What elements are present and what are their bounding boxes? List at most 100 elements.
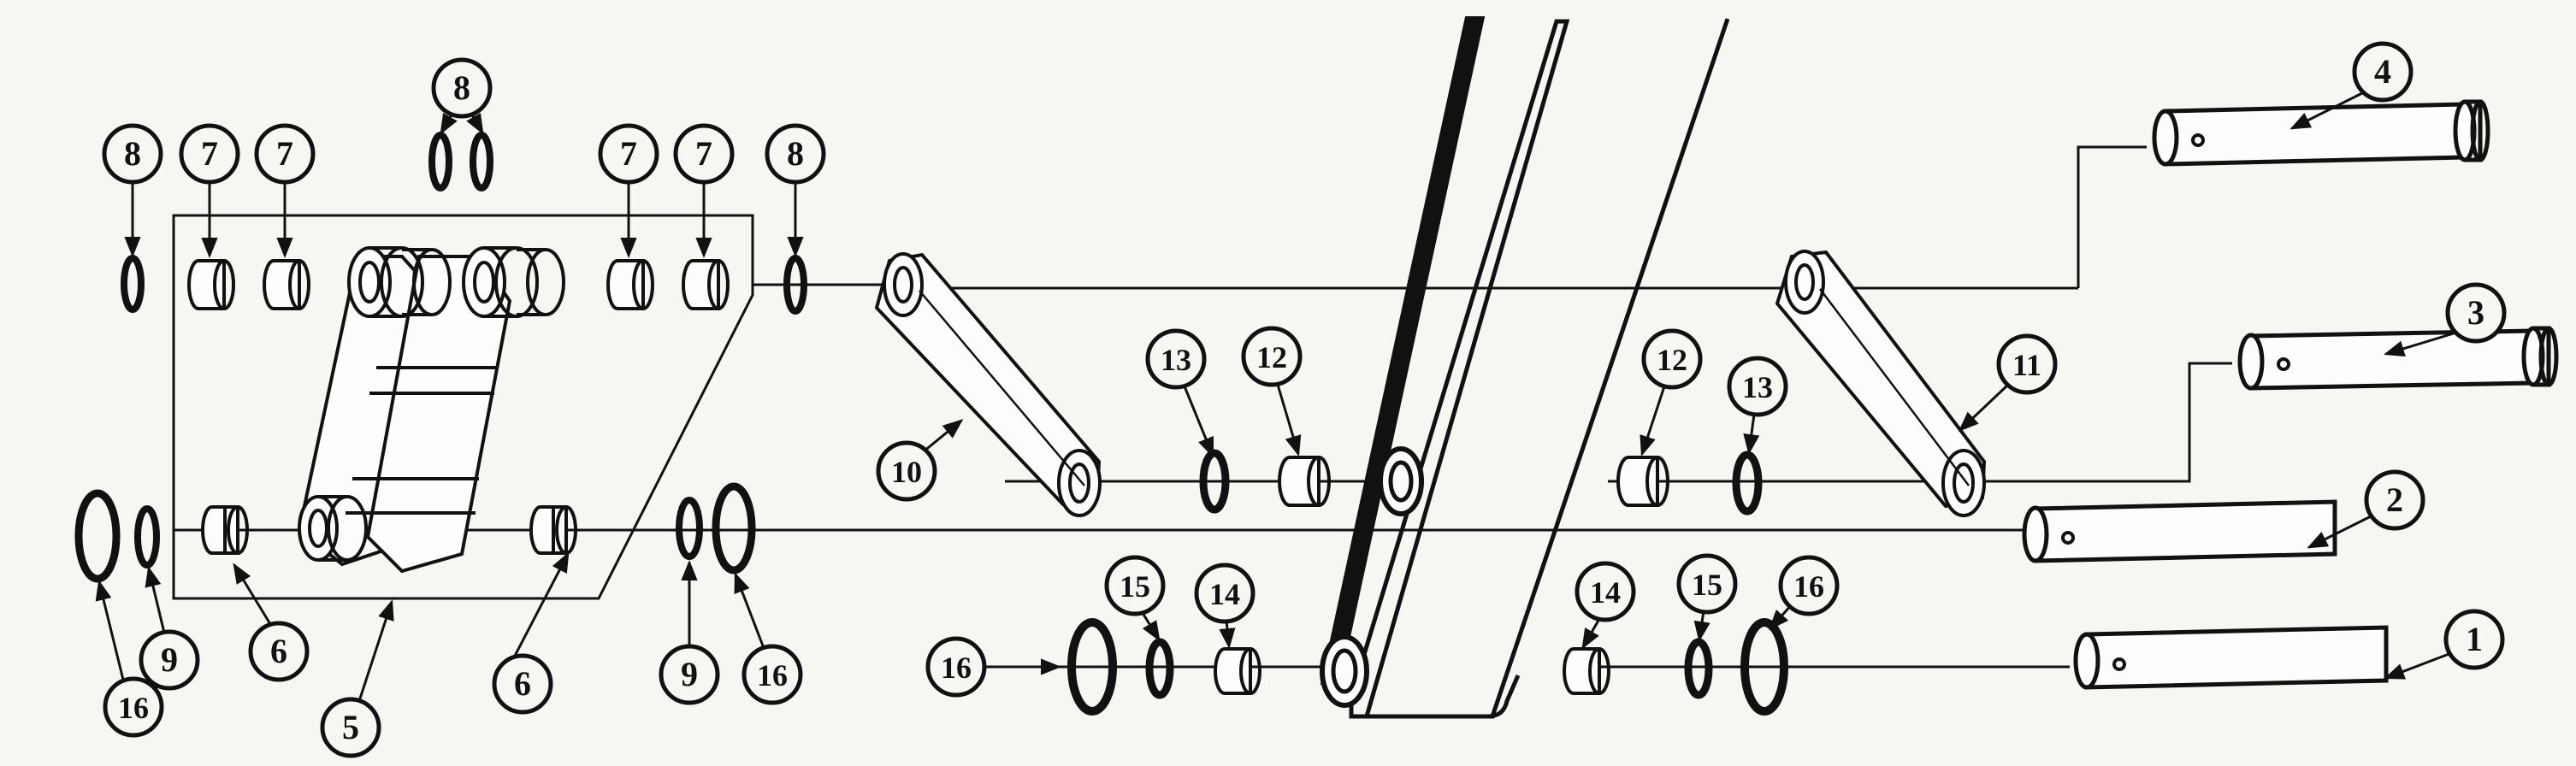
callout-14[interactable]: 14	[1575, 561, 1636, 622]
callout-number: 9	[161, 640, 178, 679]
callout-13[interactable]: 13	[1145, 328, 1207, 390]
o-ring-16-a	[74, 489, 121, 583]
callout-16[interactable]: 16	[103, 676, 164, 738]
callout-8[interactable]: 8	[765, 123, 826, 185]
callout-bubble[interactable]	[2443, 609, 2505, 670]
callout-1[interactable]: 1	[2443, 609, 2505, 670]
callout-number: 4	[2374, 52, 2391, 91]
leader-1	[2384, 651, 2452, 680]
callout-12[interactable]: 12	[1641, 328, 1703, 390]
callout-bubble[interactable]	[2445, 282, 2507, 344]
callout-bubble[interactable]	[598, 123, 659, 185]
callout-13[interactable]: 13	[1727, 356, 1788, 417]
callout-10[interactable]: 10	[876, 440, 937, 502]
callout-bubble[interactable]	[179, 123, 240, 185]
callout-bubble[interactable]	[1194, 563, 1256, 624]
callout-bubble[interactable]	[102, 123, 163, 185]
callout-bubble[interactable]	[765, 123, 826, 185]
callout-bubble[interactable]	[139, 629, 200, 691]
callout-number: 11	[2012, 348, 2041, 382]
callout-number: 8	[453, 68, 470, 107]
callout-bubble[interactable]	[1676, 553, 1738, 615]
leader-16b	[734, 572, 765, 649]
callout-bubble[interactable]	[1241, 326, 1303, 387]
callout-6[interactable]: 6	[248, 621, 310, 682]
callout-bubble[interactable]	[431, 57, 493, 119]
callout-9[interactable]: 9	[659, 644, 720, 705]
link-11	[1775, 250, 1987, 517]
seal-ring-15-a	[1145, 638, 1174, 699]
leader-8b-right	[466, 113, 484, 135]
link-10	[874, 252, 1102, 517]
callout-8[interactable]: 8	[431, 57, 493, 119]
callout-7[interactable]: 7	[673, 123, 735, 185]
callout-9[interactable]: 9	[139, 629, 200, 691]
callout-bubble[interactable]	[103, 676, 164, 738]
callout-bubble[interactable]	[2364, 469, 2425, 531]
callout-bubble[interactable]	[1778, 555, 1840, 616]
callout-16[interactable]: 16	[925, 636, 987, 698]
callout-bubble[interactable]	[320, 697, 381, 758]
callout-15[interactable]: 15	[1676, 553, 1738, 615]
callout-bubble[interactable]	[492, 653, 553, 715]
callout-15[interactable]: 15	[1104, 555, 1166, 616]
callout-bubble[interactable]	[1727, 356, 1788, 417]
callout-number: 1	[2466, 620, 2483, 658]
callout-8[interactable]: 8	[102, 123, 163, 185]
callout-number: 9	[681, 655, 698, 693]
pin-3	[2237, 326, 2559, 391]
callout-bubble[interactable]	[876, 440, 937, 502]
callout-bubble[interactable]	[659, 644, 720, 705]
callout-bubble[interactable]	[1641, 328, 1703, 390]
callout-4[interactable]: 4	[2352, 41, 2414, 103]
bracket-box	[172, 214, 754, 600]
leader-9a	[145, 566, 166, 633]
callout-bubble[interactable]	[1104, 555, 1166, 616]
ring-group	[74, 132, 1788, 716]
dust-seal-9-b	[676, 497, 703, 560]
callout-bubble[interactable]	[925, 636, 987, 698]
callout-14[interactable]: 14	[1194, 563, 1256, 624]
callout-number: 3	[2467, 293, 2484, 332]
leader-3	[2384, 331, 2457, 357]
callout-3[interactable]: 3	[2445, 282, 2507, 344]
seal-ring-15-b	[1684, 638, 1713, 699]
callout-6[interactable]: 6	[492, 653, 553, 715]
callout-bubble[interactable]	[254, 123, 316, 185]
leader-6b	[512, 551, 570, 658]
callout-bubble[interactable]	[673, 123, 735, 185]
callout-16[interactable]: 16	[1778, 555, 1840, 616]
callout-bubble[interactable]	[741, 644, 803, 705]
callout-bubble[interactable]	[1145, 328, 1207, 390]
callout-16[interactable]: 16	[741, 644, 803, 705]
callout-bubble[interactable]	[2352, 41, 2414, 103]
pin-4	[2152, 99, 2490, 167]
callout-bubble[interactable]	[248, 621, 310, 682]
callout-bubble[interactable]	[1996, 333, 2058, 395]
callout-7[interactable]: 7	[598, 123, 659, 185]
snap-ring-8-a	[121, 255, 145, 313]
callout-5[interactable]: 5	[320, 697, 381, 758]
o-ring-16-b	[712, 482, 756, 574]
leader-15a	[1141, 612, 1161, 642]
callout-7[interactable]: 7	[179, 123, 240, 185]
bushing-group	[187, 259, 1669, 695]
callout-12[interactable]: 12	[1241, 326, 1303, 387]
bushing-7-d	[682, 259, 730, 310]
callout-11[interactable]: 11	[1996, 333, 2058, 395]
callout-7[interactable]: 7	[254, 123, 316, 185]
bushing-14-a	[1214, 647, 1261, 695]
callout-number: 15	[1120, 569, 1150, 604]
callout-number: 14	[1590, 575, 1621, 610]
seal-ring-13-a	[1199, 449, 1230, 514]
callout-bubble[interactable]	[1575, 561, 1636, 622]
snap-ring-8-d	[783, 255, 807, 315]
callout-number: 12	[1657, 343, 1687, 377]
o-ring-16-d	[1740, 618, 1788, 716]
leader-to-pin-4	[2077, 145, 2147, 288]
callout-2[interactable]: 2	[2364, 469, 2425, 531]
callout-number: 16	[1793, 569, 1824, 604]
